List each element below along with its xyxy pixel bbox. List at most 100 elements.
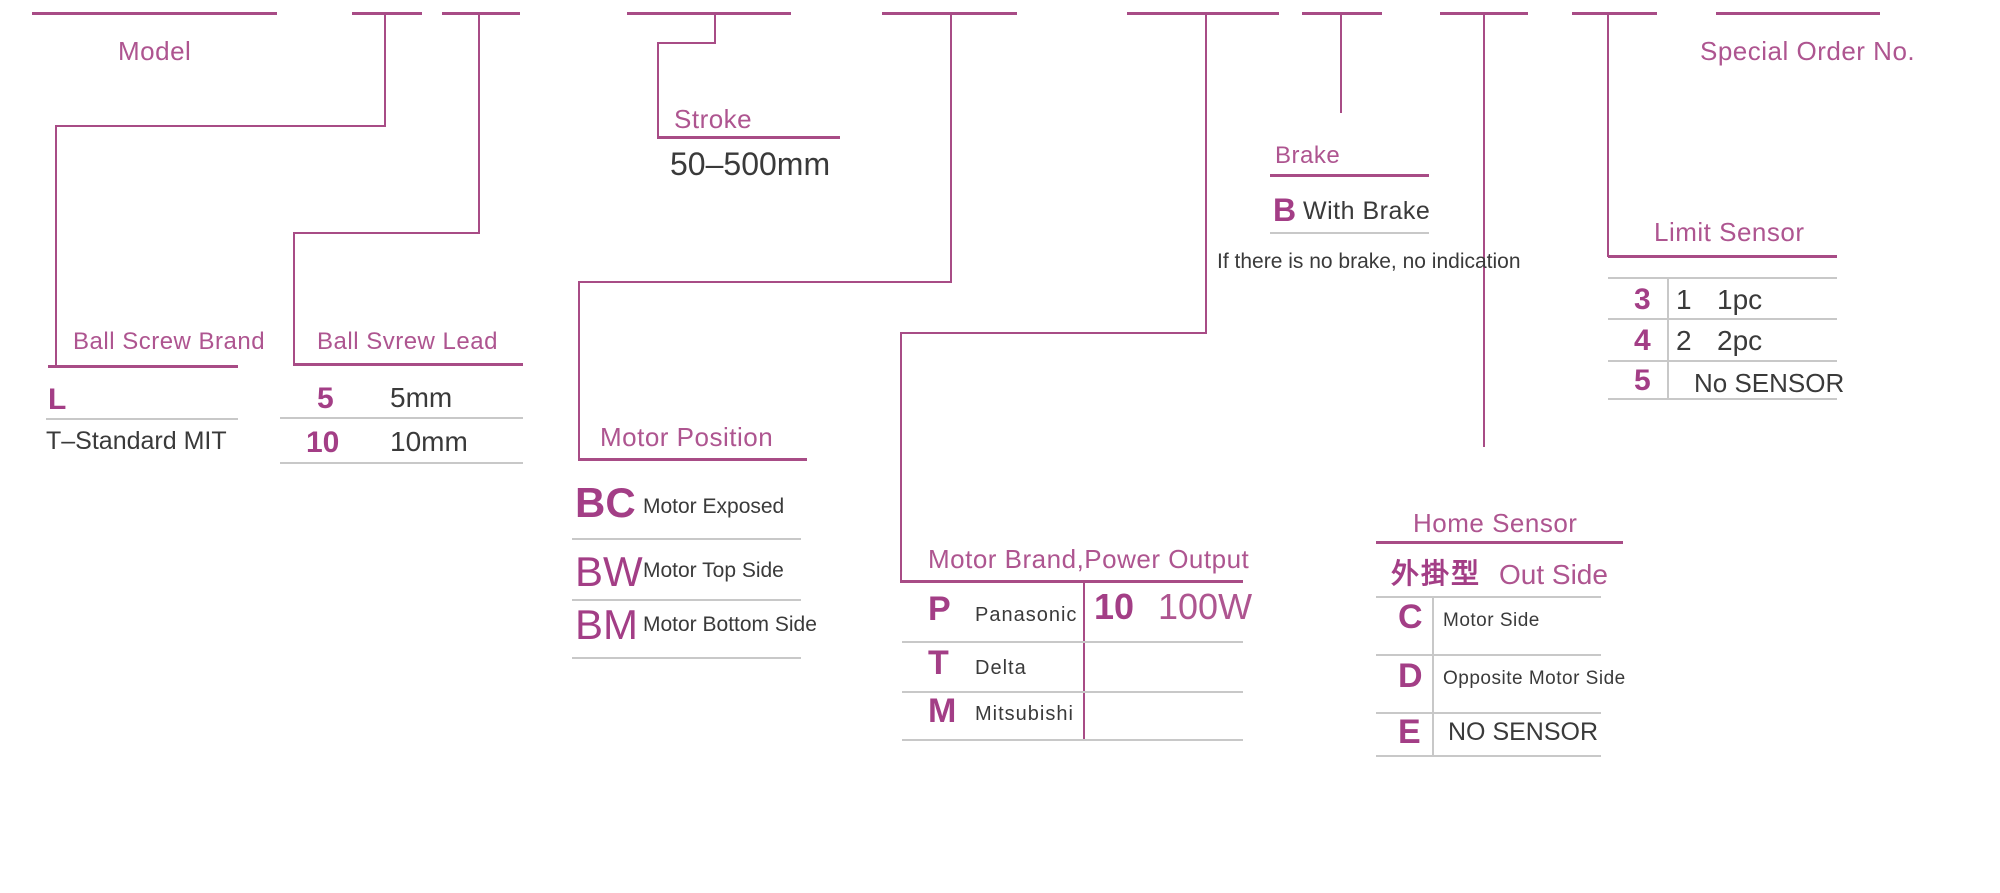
ball-screw-brand-description: T–Standard MIT [46, 427, 227, 455]
connector-home-sensor-vertical [1483, 13, 1485, 447]
limit-sensor-value: No SENSOR [1694, 368, 1845, 398]
stroke-range: 50–500mm [670, 146, 831, 182]
motor-position-value: Motor Top Side [643, 559, 784, 582]
ball-screw-brand-rule [46, 418, 238, 420]
connector-motor-brand-vertical-bottom [900, 332, 902, 582]
motor-brand-label: Motor Brand,Power Output [928, 544, 1250, 574]
brake-note: If there is no brake, no indication [1217, 250, 1521, 273]
home-sensor-subtitle-en: Out Side [1499, 559, 1608, 590]
connector-brake-vertical [1340, 13, 1342, 113]
motor-brand-divider [1083, 580, 1085, 740]
motor-position-rule-3 [572, 657, 801, 659]
connector-limit-sensor-vertical [1607, 13, 1609, 257]
brake-rule [1270, 232, 1429, 234]
connector-motor-brand-vertical-top [1205, 13, 1207, 332]
home-sensor-rule-2 [1376, 712, 1601, 714]
brake-underline [1270, 174, 1429, 177]
limit-sensor-code: 4 [1634, 324, 1651, 357]
limit-sensor-rule-1 [1608, 318, 1837, 320]
motor-brand-underline [900, 580, 1243, 583]
lead-value: 10mm [390, 426, 468, 457]
lead-value: 5mm [390, 382, 453, 413]
code-slot-limit-sensor [1572, 12, 1657, 15]
motor-position-value: Motor Exposed [643, 495, 785, 518]
connector-stroke-vertical-bottom [657, 42, 659, 136]
motor-position-code: BW [575, 548, 643, 595]
home-sensor-code: D [1398, 657, 1423, 695]
connector-motor-brand-horizontal [900, 332, 1207, 334]
limit-sensor-rule-0 [1608, 277, 1837, 279]
limit-sensor-label: Limit Sensor [1654, 217, 1805, 247]
connector-stroke-vertical-top [714, 13, 716, 42]
home-sensor-subtitle-cjk: 外掛型 [1391, 558, 1482, 589]
motor-position-code: BC [575, 479, 636, 526]
code-slot-motor-position [882, 12, 1017, 15]
motor-brand-value: Delta [975, 657, 1027, 679]
limit-sensor-qty: 2 [1676, 325, 1692, 356]
limit-sensor-divider [1667, 277, 1669, 398]
stroke-underline [657, 136, 840, 139]
brake-label: Brake [1275, 142, 1341, 169]
home-sensor-value: NO SENSOR [1448, 718, 1599, 746]
connector-motor-position-vertical-bottom [578, 281, 580, 460]
home-sensor-underline [1376, 541, 1623, 544]
home-sensor-rule-1 [1376, 654, 1601, 656]
motor-brand-code: P [928, 590, 951, 628]
limit-sensor-rule-3 [1608, 398, 1837, 400]
brake-code: B [1273, 192, 1297, 228]
connector-lead-vertical-top [478, 13, 480, 232]
ball-screw-brand-code: L [48, 383, 67, 416]
motor-brand-rule-3 [902, 739, 1243, 741]
home-sensor-label: Home Sensor [1413, 508, 1578, 538]
code-slot-brake [1302, 12, 1382, 15]
limit-sensor-rule-2 [1608, 360, 1837, 362]
home-sensor-divider [1432, 596, 1434, 755]
motor-position-rule-2 [572, 599, 801, 601]
code-slot-stroke [627, 12, 791, 15]
motor-position-code: BM [575, 601, 638, 648]
ball-screw-lead-label: Ball Svrew Lead [317, 328, 498, 355]
code-slot-ball-screw-brand [352, 12, 422, 15]
motor-brand-code: T [928, 644, 949, 682]
motor-brand-rule-1 [902, 641, 1243, 643]
home-sensor-code: E [1398, 713, 1421, 751]
ball-screw-brand-label: Ball Screw Brand [73, 328, 266, 355]
code-slot-motor-brand [1127, 12, 1279, 15]
special-order-label: Special Order No. [1700, 36, 1916, 66]
connector-brand-vertical-bottom [55, 125, 57, 366]
home-sensor-rule-3 [1376, 755, 1601, 757]
lead-rule-2 [280, 462, 523, 464]
motor-position-value: Motor Bottom Side [643, 613, 817, 636]
model-label: Model [118, 36, 192, 66]
motor-brand-rule-2 [902, 691, 1243, 693]
limit-sensor-underline [1608, 255, 1837, 258]
motor-brand-value: Mitsubishi [975, 703, 1074, 725]
code-slot-special-order [1716, 12, 1880, 15]
connector-lead-horizontal [293, 232, 480, 234]
home-sensor-value: Motor Side [1443, 610, 1540, 631]
brake-value: With Brake [1303, 197, 1431, 225]
connector-motor-position-horizontal [578, 281, 952, 283]
lead-code: 5 [317, 382, 334, 415]
motor-brand-value: Panasonic [975, 604, 1078, 626]
power-code: 10 [1094, 586, 1135, 627]
motor-brand-code: M [928, 692, 957, 730]
connector-lead-vertical-bottom [293, 232, 295, 365]
motor-position-label: Motor Position [600, 422, 774, 452]
limit-sensor-code: 3 [1634, 283, 1651, 316]
code-slot-model [32, 12, 277, 15]
stroke-label: Stroke [674, 104, 753, 134]
lead-code: 10 [306, 426, 340, 459]
connector-brand-vertical-top [384, 13, 386, 125]
ball-screw-lead-underline [293, 363, 523, 366]
limit-sensor-value: 2pc [1717, 325, 1763, 356]
connector-brand-horizontal [55, 125, 386, 127]
home-sensor-value: Opposite Motor Side [1443, 668, 1626, 689]
limit-sensor-code: 5 [1634, 364, 1651, 397]
power-value: 100W [1158, 586, 1253, 627]
home-sensor-code: C [1398, 598, 1423, 636]
home-sensor-rule-0 [1376, 596, 1601, 598]
code-slot-ball-screw-lead [442, 12, 520, 15]
lead-rule-1 [280, 417, 523, 419]
